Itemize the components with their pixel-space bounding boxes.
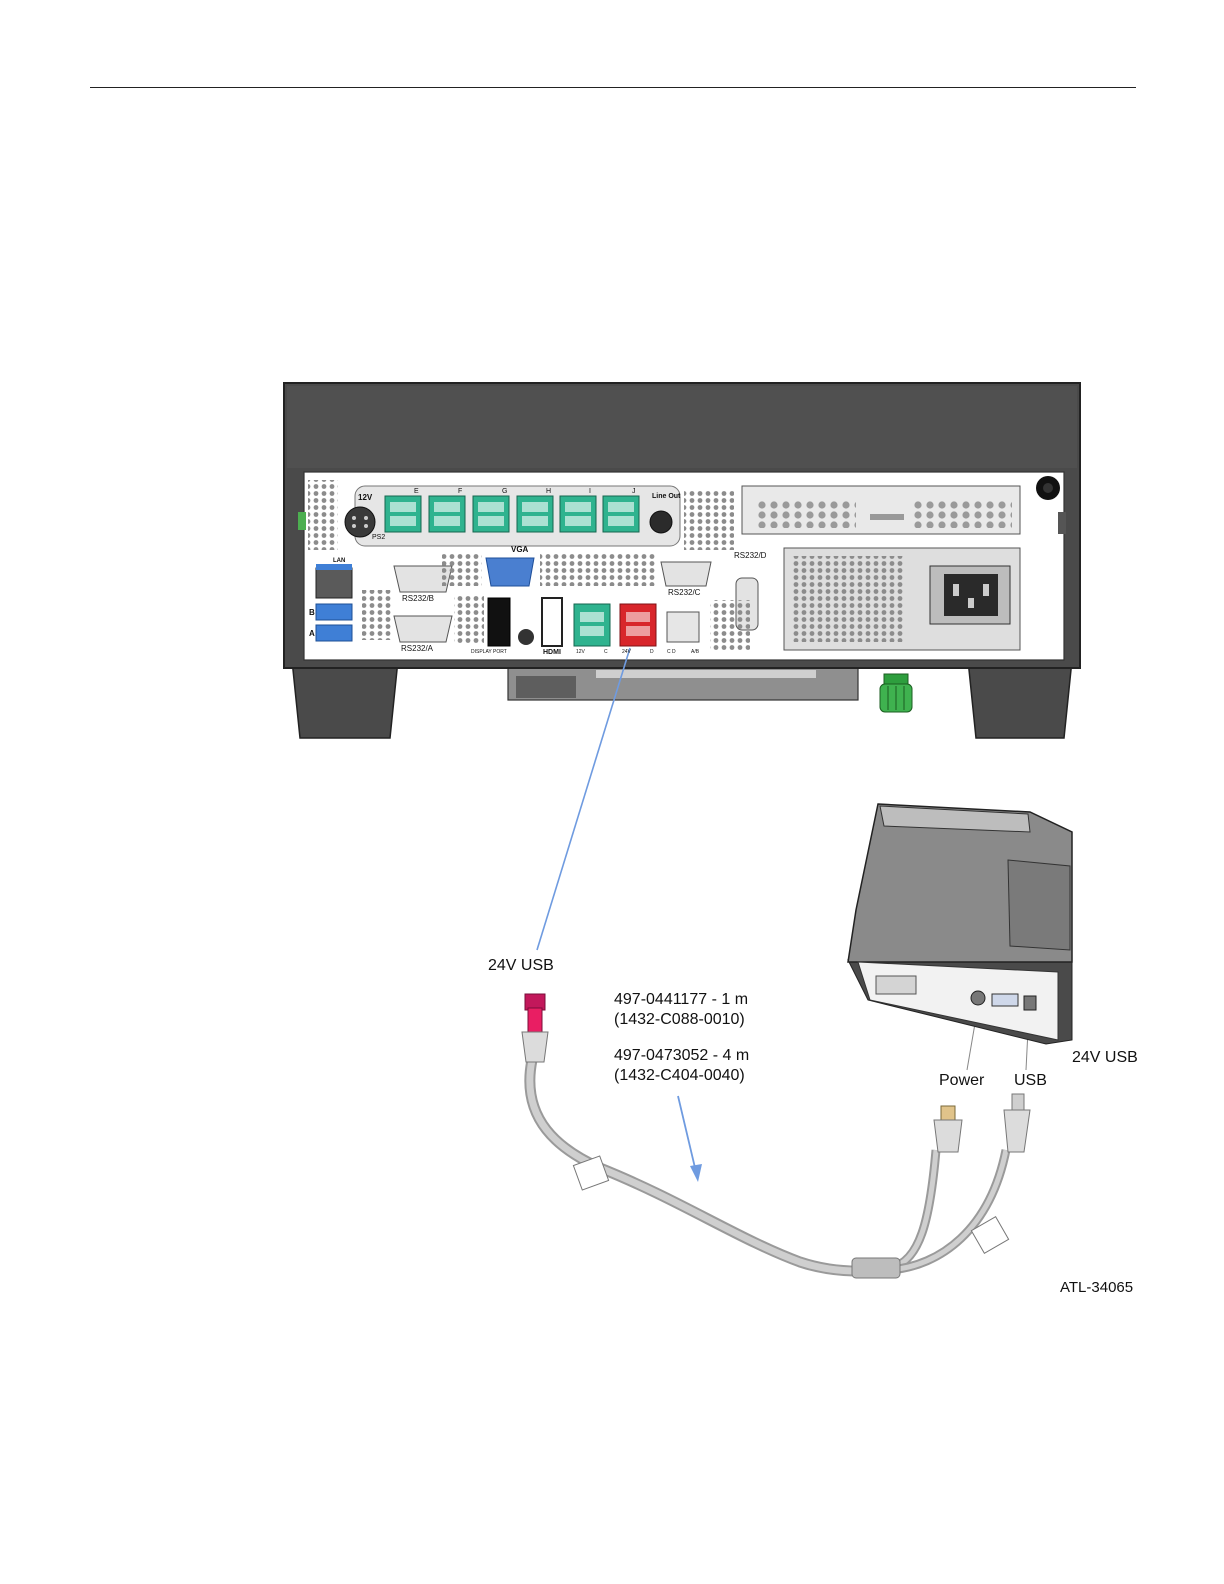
label-rs232c: RS232/C bbox=[668, 588, 700, 598]
label-port-g: G bbox=[502, 487, 507, 496]
label-part2-code: (1432-C404-0040) bbox=[614, 1066, 745, 1086]
port-h-icon bbox=[517, 496, 553, 532]
label-rs232d: RS232/D bbox=[734, 551, 766, 561]
24v-usb-connector-icon bbox=[522, 994, 548, 1062]
thumbscrew-icon bbox=[880, 674, 912, 712]
terminal-foot-right bbox=[968, 660, 1072, 738]
label-ps2: PS2 bbox=[372, 533, 385, 542]
label-p-24v: 24V bbox=[622, 649, 631, 656]
label-12v: 12V bbox=[358, 493, 372, 503]
round-jack-icon bbox=[518, 629, 534, 645]
usb-b-port-icon bbox=[316, 604, 352, 620]
label-vga: VGA bbox=[511, 545, 528, 555]
port-g-icon bbox=[473, 496, 509, 532]
pos-terminal bbox=[284, 383, 1080, 738]
label-part2-number: 497-0473052 - 4 m bbox=[614, 1046, 749, 1066]
printer-serial-port-icon bbox=[992, 994, 1018, 1006]
label-rs232b: RS232/B bbox=[402, 594, 434, 604]
printer-usb-port-icon bbox=[1024, 996, 1036, 1010]
port-i-icon bbox=[560, 496, 596, 532]
rs232-a-port-icon bbox=[394, 616, 452, 642]
port-e-icon bbox=[385, 496, 421, 532]
label-hdmi: HDMI bbox=[543, 648, 561, 657]
usb-plug-icon bbox=[1004, 1094, 1030, 1152]
label-printer-24v-usb: 24V USB bbox=[1072, 1048, 1138, 1068]
label-24v-usb-cable-end: 24V USB bbox=[488, 956, 554, 976]
y-cable bbox=[530, 1060, 1009, 1278]
label-usb-a: A bbox=[309, 629, 315, 639]
label-port-f: F bbox=[458, 487, 462, 496]
hdmi-port-icon bbox=[542, 598, 562, 646]
label-p-cd: C D bbox=[667, 649, 676, 656]
display-port-icon bbox=[488, 598, 510, 646]
label-port-e: E bbox=[414, 487, 419, 496]
lan-port-icon bbox=[316, 568, 352, 598]
ps2-port-icon bbox=[345, 507, 375, 537]
label-part1-number: 497-0441177 - 1 m bbox=[614, 990, 748, 1010]
port-f-icon bbox=[429, 496, 465, 532]
label-p-ab: A/B bbox=[691, 649, 699, 656]
label-printer-power: Power bbox=[939, 1071, 984, 1091]
port-j-icon bbox=[603, 496, 639, 532]
printer-power-port-icon bbox=[971, 991, 985, 1005]
figure-id: ATL-34065 bbox=[1060, 1278, 1133, 1298]
usb-a-port-icon bbox=[316, 625, 352, 641]
label-port-i: I bbox=[589, 487, 591, 496]
port-24v-red-icon bbox=[620, 604, 656, 646]
label-port-j: J bbox=[632, 487, 636, 496]
rs232-c-port-icon bbox=[661, 562, 711, 586]
label-line-out: Line Out bbox=[652, 492, 680, 501]
label-p-c: C bbox=[604, 649, 608, 656]
label-lan: LAN bbox=[333, 557, 345, 565]
label-p-d: D bbox=[650, 649, 654, 656]
terminal-foot-left bbox=[292, 660, 398, 738]
receipt-printer bbox=[848, 804, 1072, 1044]
label-port-h: H bbox=[546, 487, 551, 496]
line-out-jack-icon bbox=[650, 511, 672, 533]
port-12v-green-icon bbox=[574, 604, 610, 646]
label-printer-usb: USB bbox=[1014, 1071, 1047, 1091]
leader-arrow-cable bbox=[678, 1096, 702, 1182]
vga-port-icon bbox=[486, 558, 534, 586]
power-plug-icon bbox=[934, 1106, 962, 1152]
cash-drawer-port-icon bbox=[667, 612, 699, 642]
label-rs232a: RS232/A bbox=[401, 644, 433, 654]
label-display-port: DISPLAY PORT bbox=[471, 649, 507, 656]
label-part1-code: (1432-C088-0010) bbox=[614, 1010, 745, 1030]
label-usb-b: B bbox=[309, 608, 315, 618]
label-p12v: 12V bbox=[576, 649, 585, 656]
